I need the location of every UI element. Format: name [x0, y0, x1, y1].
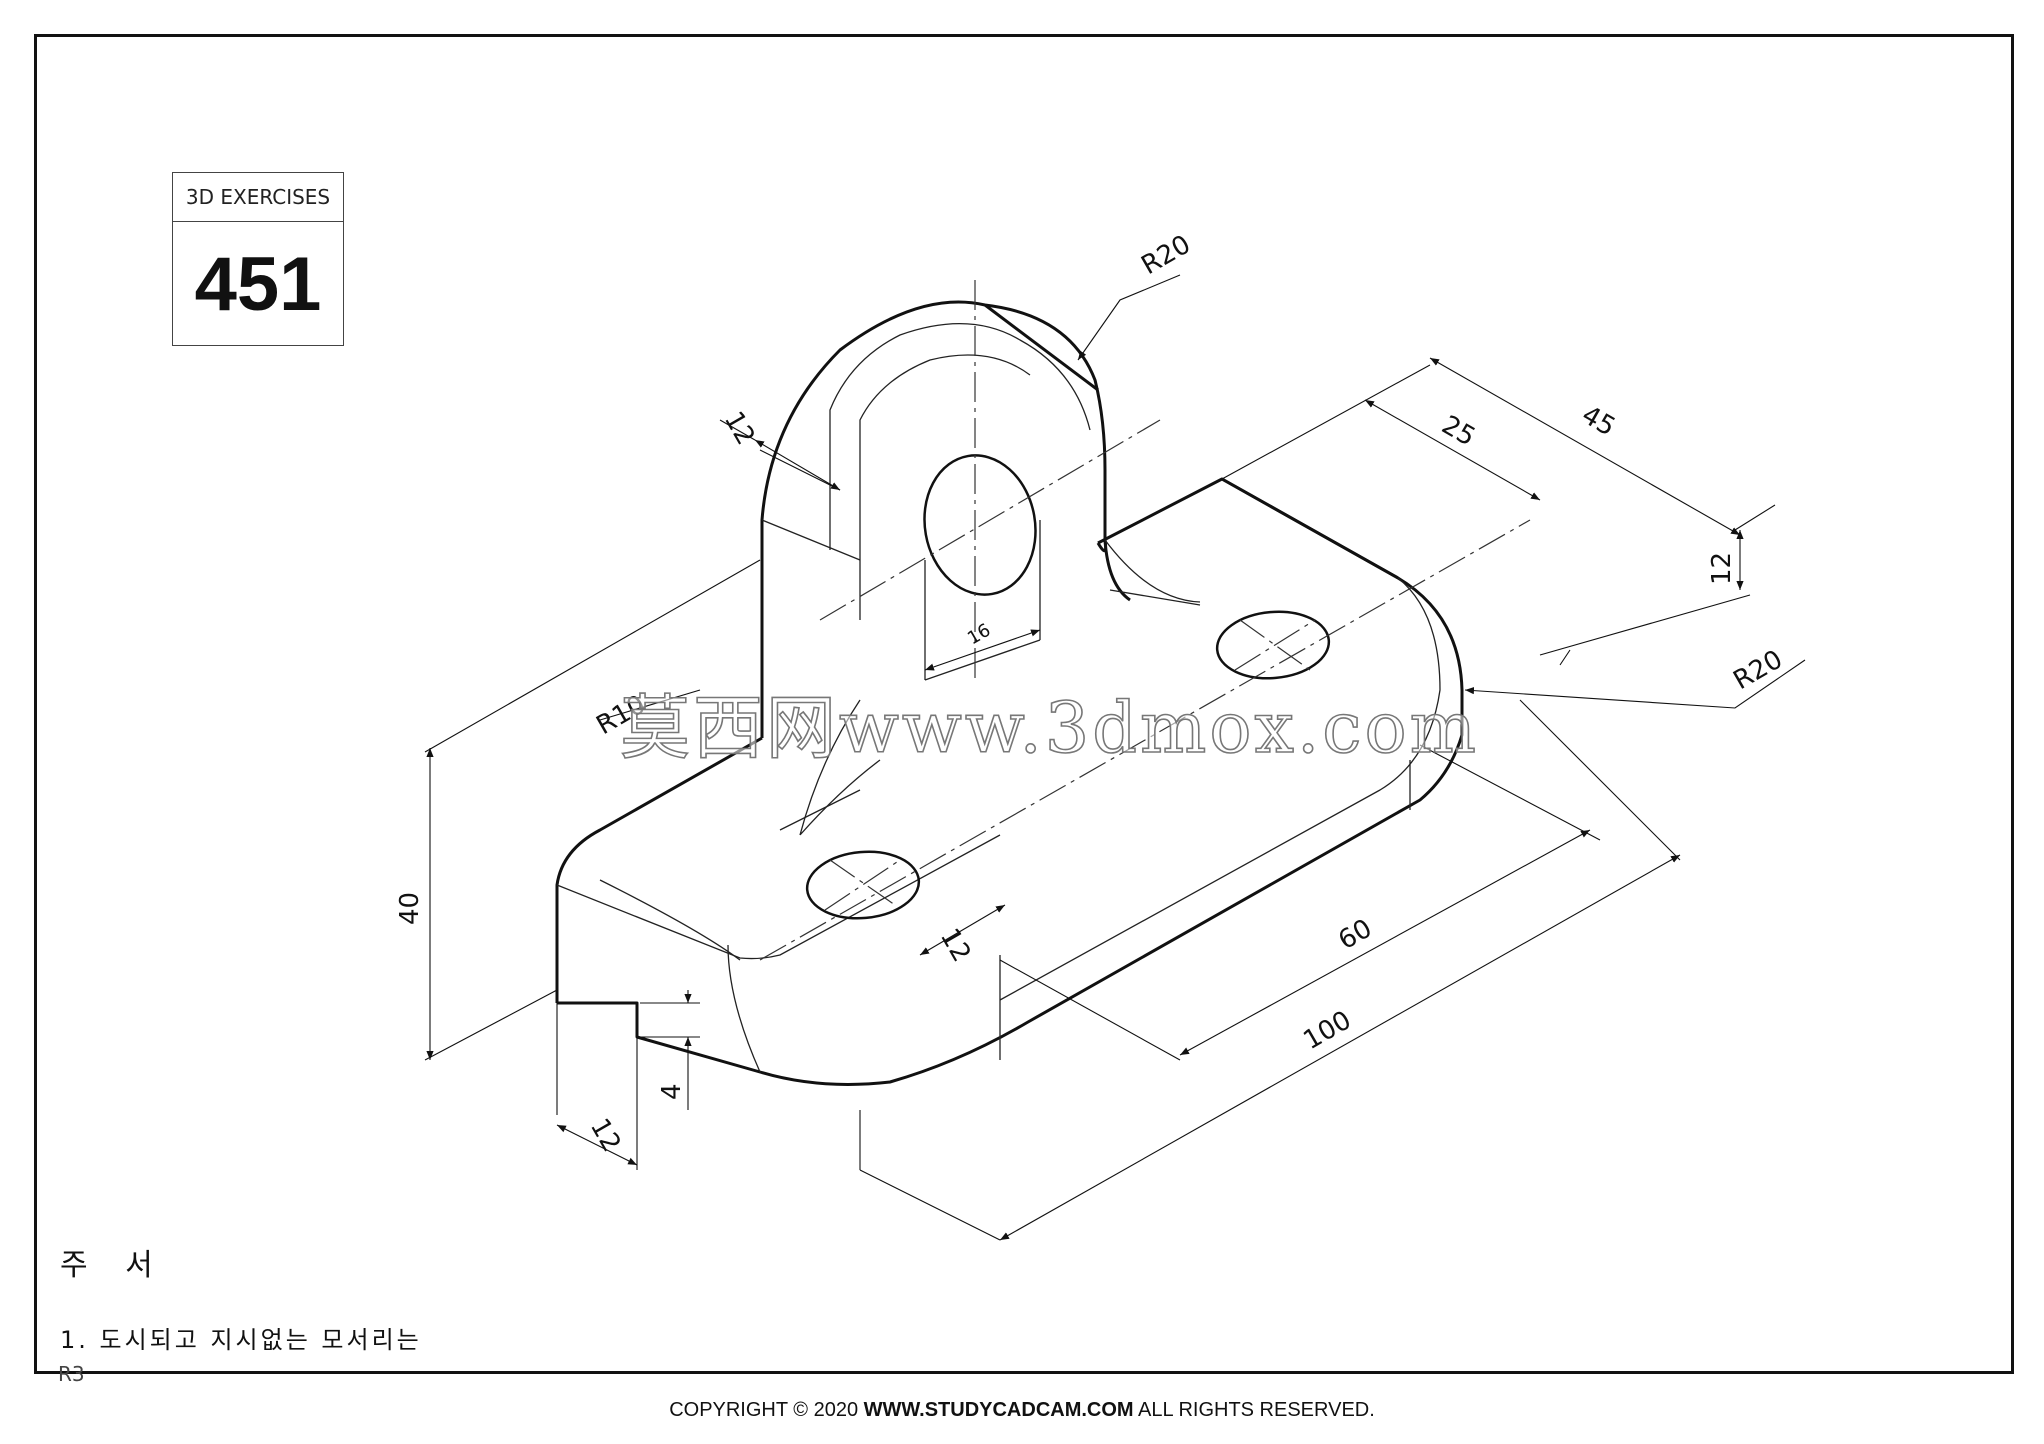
dim-slot4: 4 — [657, 1083, 687, 1100]
ear-hole — [923, 454, 1037, 596]
exercise-label: 3D EXERCISES — [173, 173, 343, 222]
part-body — [555, 300, 1464, 1086]
dim-hole12: 12 — [934, 924, 977, 968]
center-lines — [759, 280, 1531, 961]
copyright-prefix: COPYRIGHT © 2020 — [669, 1399, 864, 1421]
copyright-footer: COPYRIGHT © 2020 WWW.STUDYCADCAM.COM ALL… — [0, 1399, 2044, 1422]
copyright-suffix: ALL RIGHTS RESERVED. — [1133, 1399, 1375, 1421]
copyright-site[interactable]: WWW.STUDYCADCAM.COM — [863, 1399, 1134, 1421]
mount-hole-right — [1215, 610, 1331, 680]
exercise-number: 451 — [194, 241, 322, 327]
drawing-frame — [34, 34, 2014, 1374]
notes-line-1: 1. 도시되고 지시없는 모서리는 — [60, 1326, 422, 1354]
mount-hole-left — [805, 850, 921, 920]
dim-r20-right: R20 — [1729, 645, 1788, 697]
dim-45: 45 — [1577, 400, 1621, 443]
dim-25: 25 — [1437, 410, 1481, 453]
watermark: 莫西网www.3dmox.com — [619, 686, 1480, 770]
dim-60: 60 — [1334, 914, 1378, 957]
part-thin-edges — [556, 323, 1441, 1073]
dimension-lines — [424, 274, 1806, 1241]
dim-slot12: 12 — [584, 1114, 627, 1158]
dim-hole16: 16 — [964, 620, 994, 650]
dim-wall-12: 12 — [718, 407, 761, 451]
notes-title: 주 서 — [60, 1248, 167, 1283]
dim-r20-top: R20 — [1137, 230, 1196, 282]
dim-h40: 40 — [395, 892, 425, 925]
notes-line-1-continued: R3 — [58, 1362, 85, 1386]
exercise-box: 3D EXERCISES 451 — [172, 172, 344, 346]
dim-100: 100 — [1299, 1005, 1357, 1056]
dim-h12: 12 — [1707, 552, 1737, 585]
